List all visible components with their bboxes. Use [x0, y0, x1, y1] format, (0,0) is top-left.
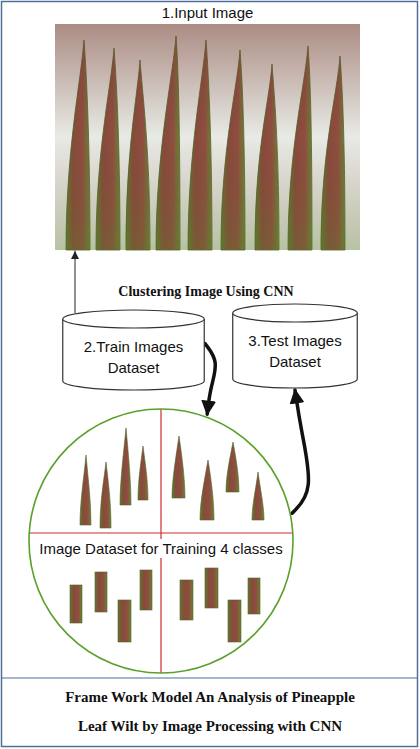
- dataset-cylinder: 2.Train Images Dataset: [62, 310, 205, 390]
- leaf-sample: [226, 442, 239, 492]
- leaf-sample: [172, 436, 185, 498]
- image-heading: 1.Input Image: [55, 3, 360, 22]
- photo-shade: [55, 24, 360, 250]
- cylinder-body: [233, 313, 358, 388]
- caption-divider: [2, 677, 418, 678]
- cluster-label: Image Dataset for Training 4 classes: [37, 539, 284, 558]
- leaf-sample: [248, 578, 260, 614]
- leaf-sample: [205, 568, 218, 608]
- leaf-sample: [70, 585, 82, 623]
- leaf-sample: [140, 570, 152, 610]
- quadrant-line: [29, 532, 293, 533]
- leaf-sample: [200, 460, 214, 520]
- leaf-sample: [138, 446, 148, 500]
- class-circle: Image Dataset for Training 4 classes: [28, 408, 294, 674]
- circle-border: [29, 409, 293, 673]
- leaf-sample: [100, 462, 111, 528]
- input-photo: 1.Input Image: [55, 24, 360, 250]
- leaf-sample: [252, 472, 264, 520]
- leaf-sample: [228, 600, 241, 642]
- cylinder-top: [63, 310, 205, 328]
- dataset-label: 3.Test Images Dataset: [232, 304, 358, 380]
- cylinder-top: [233, 304, 358, 322]
- flow-arrow: [205, 344, 215, 415]
- photo-ground: [55, 24, 360, 250]
- sample-group: [70, 428, 264, 642]
- dataset-label: 2.Train Images Dataset: [62, 310, 205, 386]
- figure-caption: Frame Work Model An Analysis of Pineappl…: [55, 683, 365, 741]
- leaf-sample: [180, 580, 193, 620]
- section-label: Clustering Image Using CNN: [0, 283, 412, 300]
- leaf-sample: [95, 572, 107, 612]
- leaf-sample: [118, 600, 131, 642]
- leaf-sample: [120, 428, 131, 505]
- leaf-sample: [80, 455, 91, 525]
- flow-arrow: [292, 390, 308, 513]
- dataset-cylinder: 3.Test Images Dataset: [232, 304, 358, 388]
- flow-arrow: [75, 251, 76, 313]
